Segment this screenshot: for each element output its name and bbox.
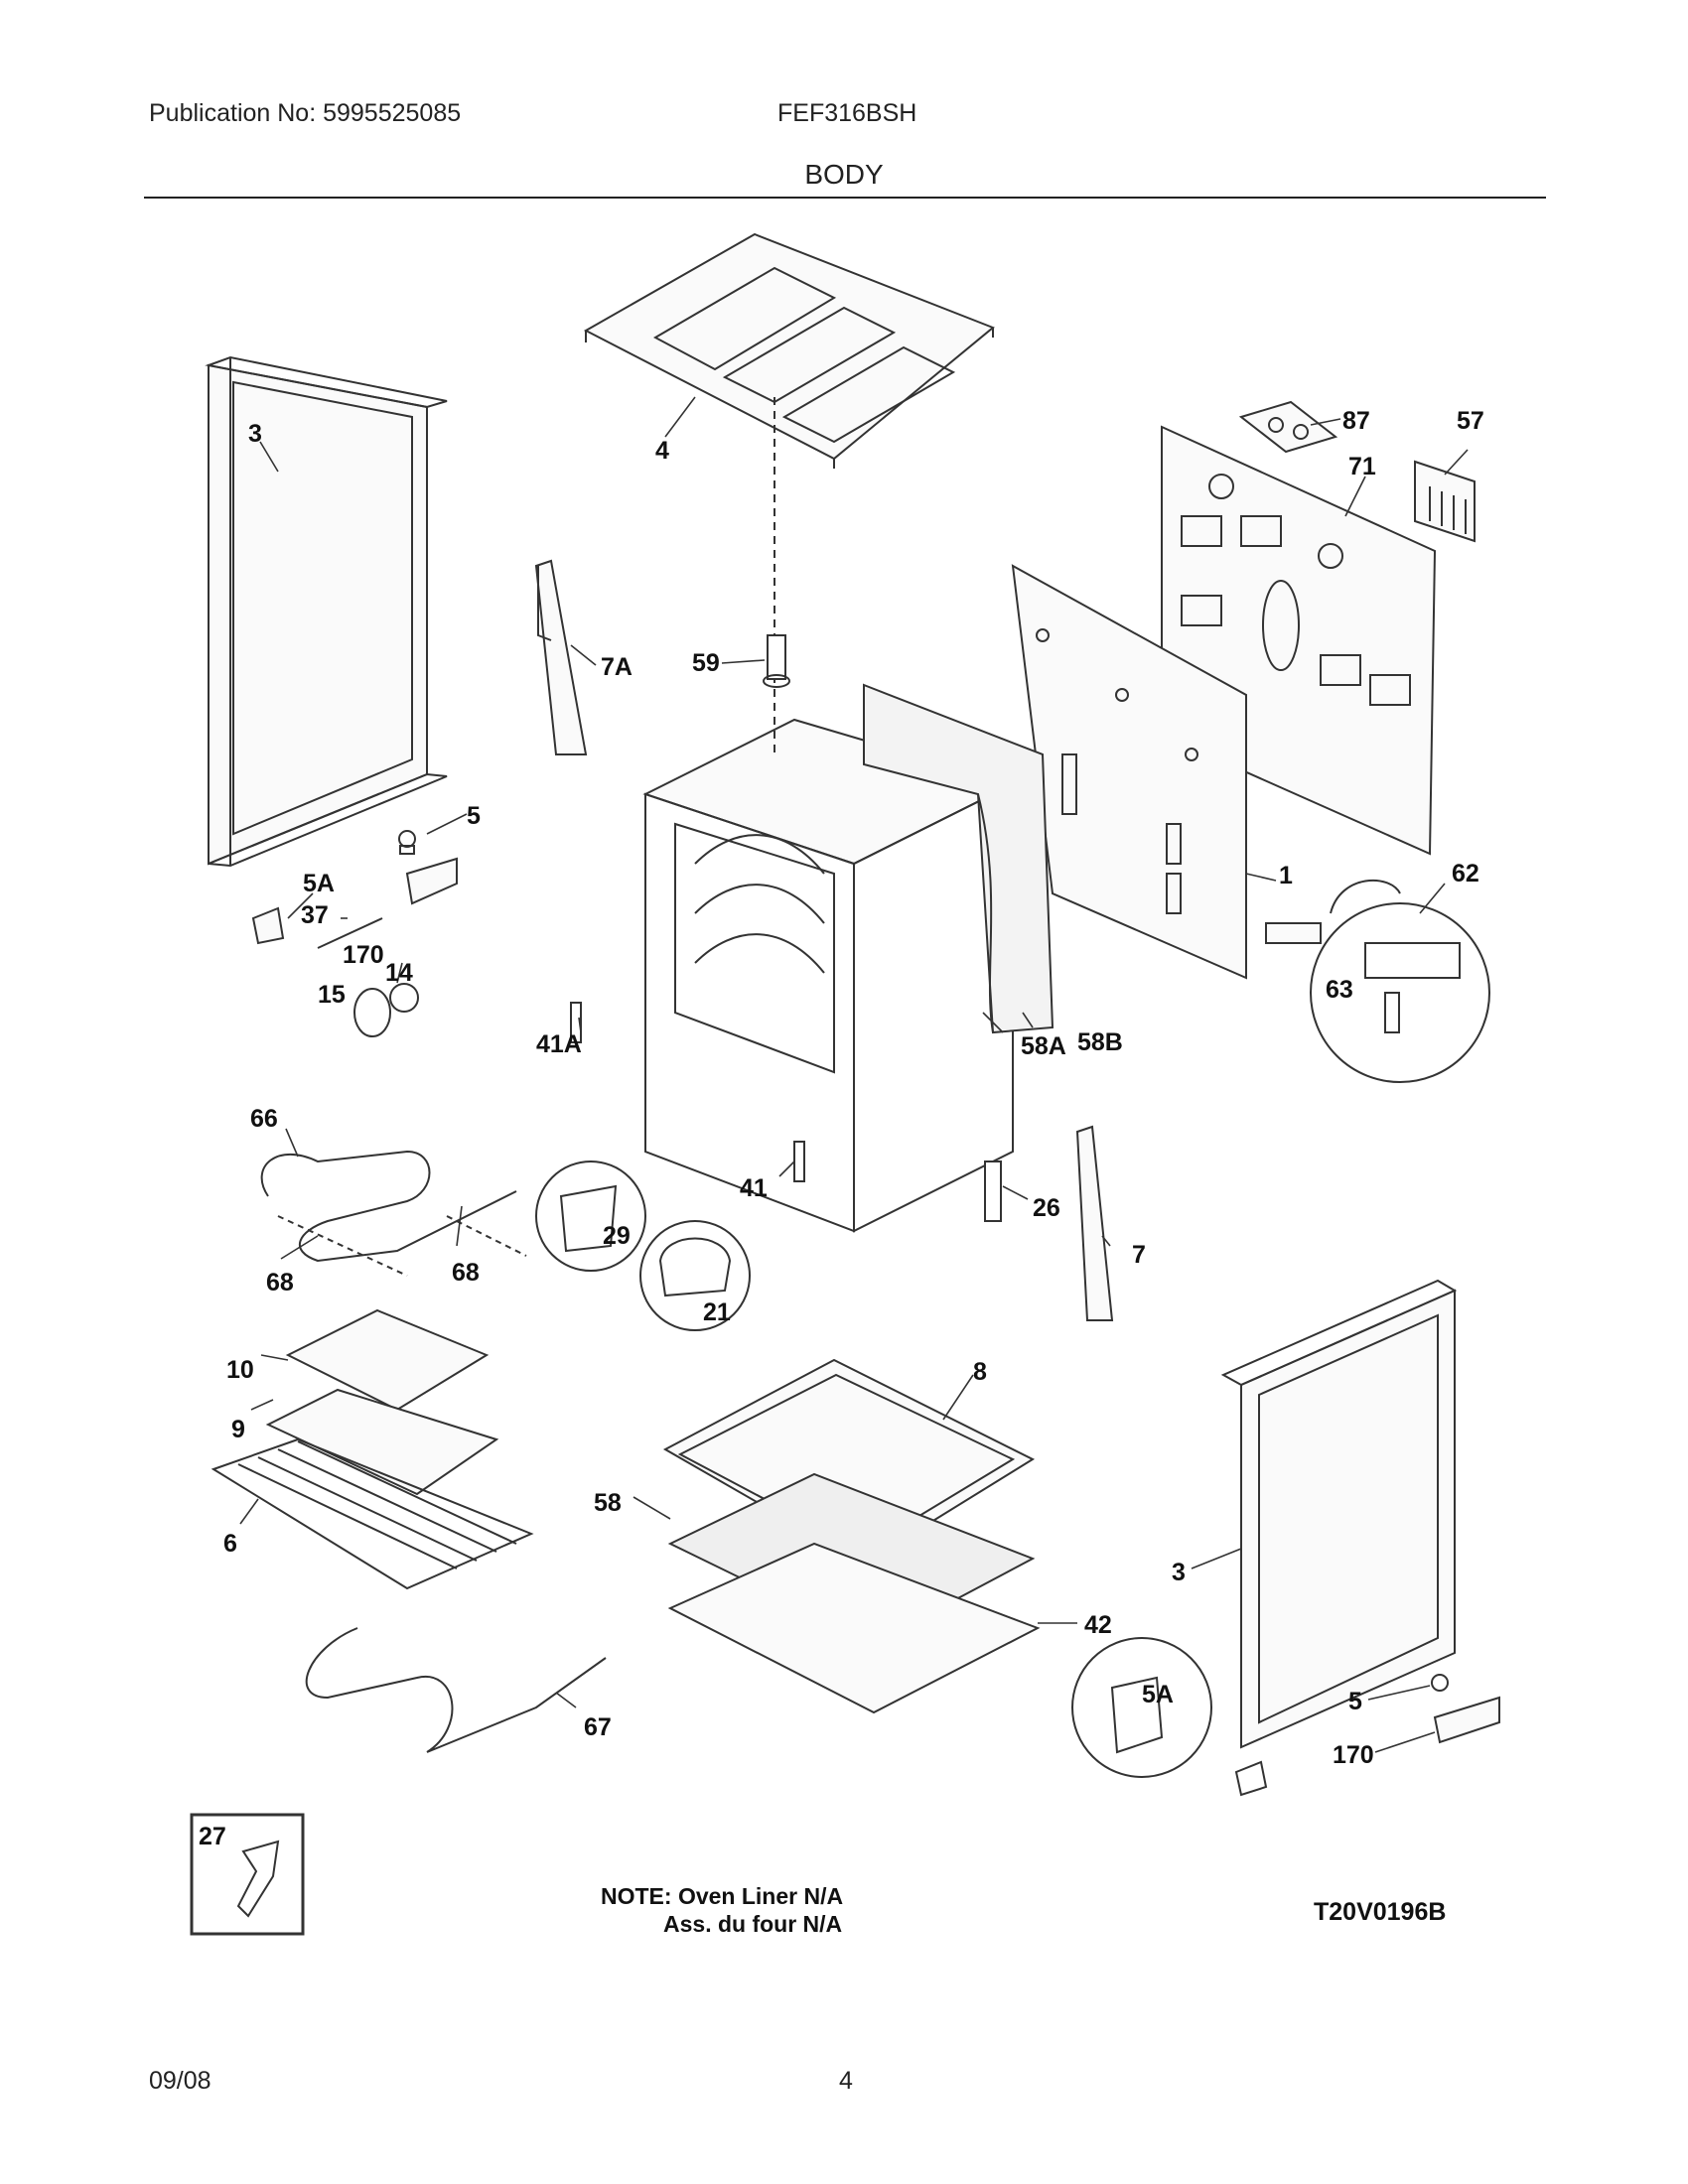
part-lamp-socket xyxy=(353,983,419,1037)
callout-10: 10 xyxy=(226,1356,254,1384)
callout-87: 87 xyxy=(1342,407,1370,435)
callout-59: 59 xyxy=(692,649,720,677)
part-oven-bottom xyxy=(662,1358,1041,1714)
callout-27: 27 xyxy=(199,1823,226,1850)
leader-lines xyxy=(239,396,1469,1753)
callout-29: 29 xyxy=(603,1222,631,1250)
part-insulation-wrap xyxy=(863,683,1055,1034)
part-brackets xyxy=(570,1002,1002,1222)
callout-170-left: 170 xyxy=(343,941,384,969)
part-broil-element xyxy=(260,1150,527,1277)
part-top-panel xyxy=(583,232,995,469)
note-line-2: Ass. du four N/A xyxy=(663,1911,843,1937)
callout-26: 26 xyxy=(1033,1194,1060,1222)
part-broil-pan xyxy=(265,1308,499,1496)
part-bake-element xyxy=(305,1627,607,1753)
callout-41: 41 xyxy=(740,1174,768,1202)
callout-14: 14 xyxy=(385,959,413,987)
header-divider xyxy=(144,197,1546,199)
part-oven-rack xyxy=(211,1437,534,1590)
part-leveling-leg-right xyxy=(1071,1637,1500,1797)
part-oven-cavity xyxy=(642,718,1016,1233)
part-clip-detail xyxy=(535,1160,751,1331)
callout-68-left: 68 xyxy=(266,1269,294,1297)
callout-68-right: 68 xyxy=(452,1259,480,1287)
callout-3-left: 3 xyxy=(248,420,262,448)
part-leveling-leg-left xyxy=(251,830,458,949)
callout-9: 9 xyxy=(231,1416,245,1443)
callout-1: 1 xyxy=(1279,862,1293,889)
part-hinge-receiver-left xyxy=(534,559,588,755)
callout-41A: 41A xyxy=(536,1030,582,1058)
page-number: 4 xyxy=(839,2067,853,2095)
part-right-side-panel xyxy=(1220,1279,1458,1749)
model-number: FEF316BSH xyxy=(777,99,917,127)
callout-67: 67 xyxy=(584,1713,612,1741)
diagram-code: T20V0196B xyxy=(1314,1898,1447,1926)
callout-5-left: 5 xyxy=(467,802,481,830)
note-line-1: NOTE: Oven Liner N/A xyxy=(601,1883,844,1909)
callout-6: 6 xyxy=(223,1530,237,1558)
callout-4: 4 xyxy=(655,437,669,465)
part-27-inset xyxy=(190,1813,305,1936)
part-gasket xyxy=(1238,400,1338,454)
footer-date: 09/08 xyxy=(149,2067,211,2095)
part-sensor-mount xyxy=(763,397,790,754)
callout-5A-right: 5A xyxy=(1142,1681,1174,1708)
callout-21: 21 xyxy=(703,1298,731,1326)
callout-57: 57 xyxy=(1457,407,1484,435)
part-terminal-block-detail xyxy=(1265,880,1490,1083)
callout-58A: 58A xyxy=(1021,1032,1066,1060)
part-vent-cover xyxy=(1414,460,1476,543)
publication-number: Publication No: 5995525085 xyxy=(149,99,462,127)
callout-7A: 7A xyxy=(601,653,633,681)
part-left-side-panel xyxy=(205,355,448,868)
callout-37: 37 xyxy=(301,901,329,929)
callout-170-right: 170 xyxy=(1333,1741,1374,1769)
callout-58B: 58B xyxy=(1077,1028,1123,1056)
callout-8: 8 xyxy=(973,1358,987,1386)
callout-15: 15 xyxy=(318,981,346,1009)
callout-5-right: 5 xyxy=(1348,1688,1362,1715)
callout-7: 7 xyxy=(1132,1241,1146,1269)
callout-62: 62 xyxy=(1452,860,1479,887)
callout-5A-left: 5A xyxy=(303,870,335,897)
callout-3-right: 3 xyxy=(1172,1559,1186,1586)
part-hinge-receiver-right xyxy=(1075,1125,1114,1321)
callout-42: 42 xyxy=(1084,1611,1112,1639)
callout-66: 66 xyxy=(250,1105,278,1133)
callout-71: 71 xyxy=(1348,453,1376,480)
callout-58: 58 xyxy=(594,1489,622,1517)
callout-63: 63 xyxy=(1326,976,1353,1004)
section-title: BODY xyxy=(804,159,884,190)
